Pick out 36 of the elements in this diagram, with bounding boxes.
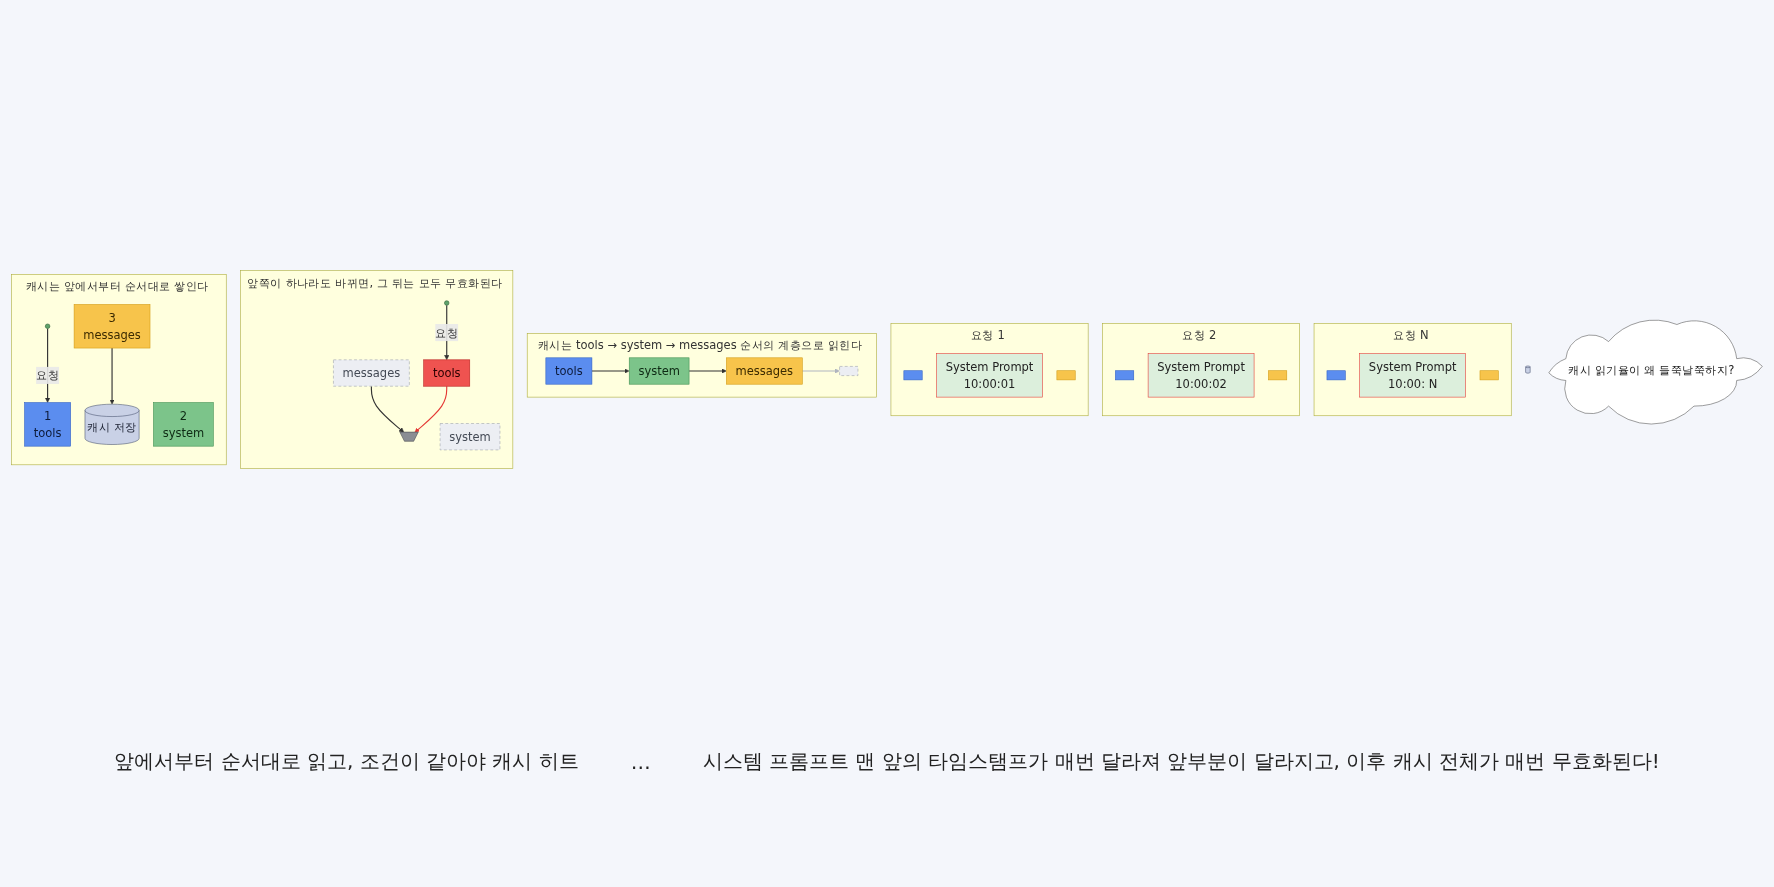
node-bin: [399, 432, 419, 442]
node-box: system: [439, 423, 501, 451]
note-text: 앞에서부터 순서대로 읽고, 조건이 같아야 캐시 히트: [113, 748, 580, 775]
arrow: [444, 305, 450, 361]
node-box: [1268, 370, 1288, 381]
arrow: [688, 368, 727, 374]
node-cylinder: [1525, 366, 1531, 374]
note-text: 시스템 프롬프트 맨 앞의 타임스탬프가 매번 달라져 앞부분이 달라지고, 이후 캐시 전체가 매번 무효화된다!: [701, 748, 1661, 775]
node-box: System Prompt 10:00:01: [936, 353, 1043, 398]
arrow: [109, 347, 115, 405]
node-box: [1115, 370, 1135, 381]
node-box: 1 tools: [24, 402, 71, 447]
node-person: [45, 324, 51, 330]
node-box: messages: [726, 357, 803, 385]
node-box: tools: [545, 357, 593, 385]
node-box: 3 messages: [73, 304, 151, 349]
node-box: [903, 370, 923, 381]
node-box: [1479, 370, 1499, 381]
arrow: [414, 386, 448, 434]
node-box: System Prompt 10:00:02: [1147, 353, 1255, 398]
node-box: tools: [423, 359, 471, 387]
node-box: [1056, 370, 1076, 381]
node-box: system: [628, 357, 690, 385]
arrow: [45, 328, 51, 404]
note-text: …: [629, 748, 652, 776]
node-box: 2 system: [153, 402, 214, 447]
node-box: [1326, 370, 1346, 381]
node-box: [839, 366, 859, 377]
arrow: [801, 368, 840, 374]
edge-label: 요청: [36, 368, 60, 383]
node-box: messages: [333, 359, 410, 387]
edge-label: 요청: [435, 326, 459, 340]
arrow: [591, 368, 630, 374]
node-person: [444, 300, 450, 306]
arrow: [370, 386, 405, 434]
node-box: System Prompt 10:00: N: [1359, 353, 1466, 398]
